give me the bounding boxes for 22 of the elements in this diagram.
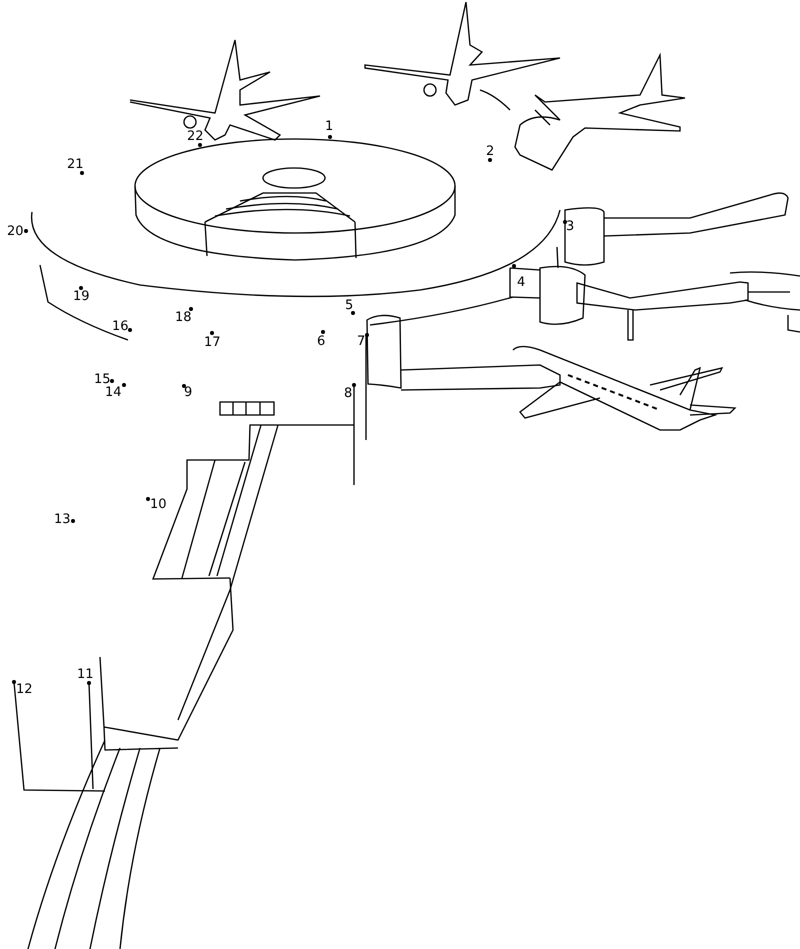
dot-number: 15: [94, 373, 111, 387]
dot-number: 11: [77, 668, 94, 682]
dot-number: 12: [16, 683, 33, 697]
dot-number: 1: [325, 120, 334, 134]
dot-number: 3: [566, 220, 574, 234]
dot-number: 20: [7, 225, 24, 239]
dot-number: 6: [317, 335, 326, 349]
dot-number: 7: [357, 335, 366, 349]
dot-number: 8: [344, 387, 352, 401]
dot-number: 21: [67, 158, 84, 172]
dot-number: 14: [105, 386, 122, 400]
dot-number: 17: [204, 336, 221, 350]
dot-number: 2: [486, 145, 494, 159]
dot-number: 9: [184, 386, 192, 400]
dot-number: 19: [73, 290, 90, 304]
dot-number: 10: [150, 498, 167, 512]
dot-number: 22: [187, 130, 204, 144]
dot-number: 18: [175, 311, 192, 325]
dot-number: 13: [54, 513, 71, 527]
dot-number: 5: [345, 299, 354, 313]
dot-number: 16: [112, 320, 129, 334]
dot-number: 4: [517, 276, 526, 290]
